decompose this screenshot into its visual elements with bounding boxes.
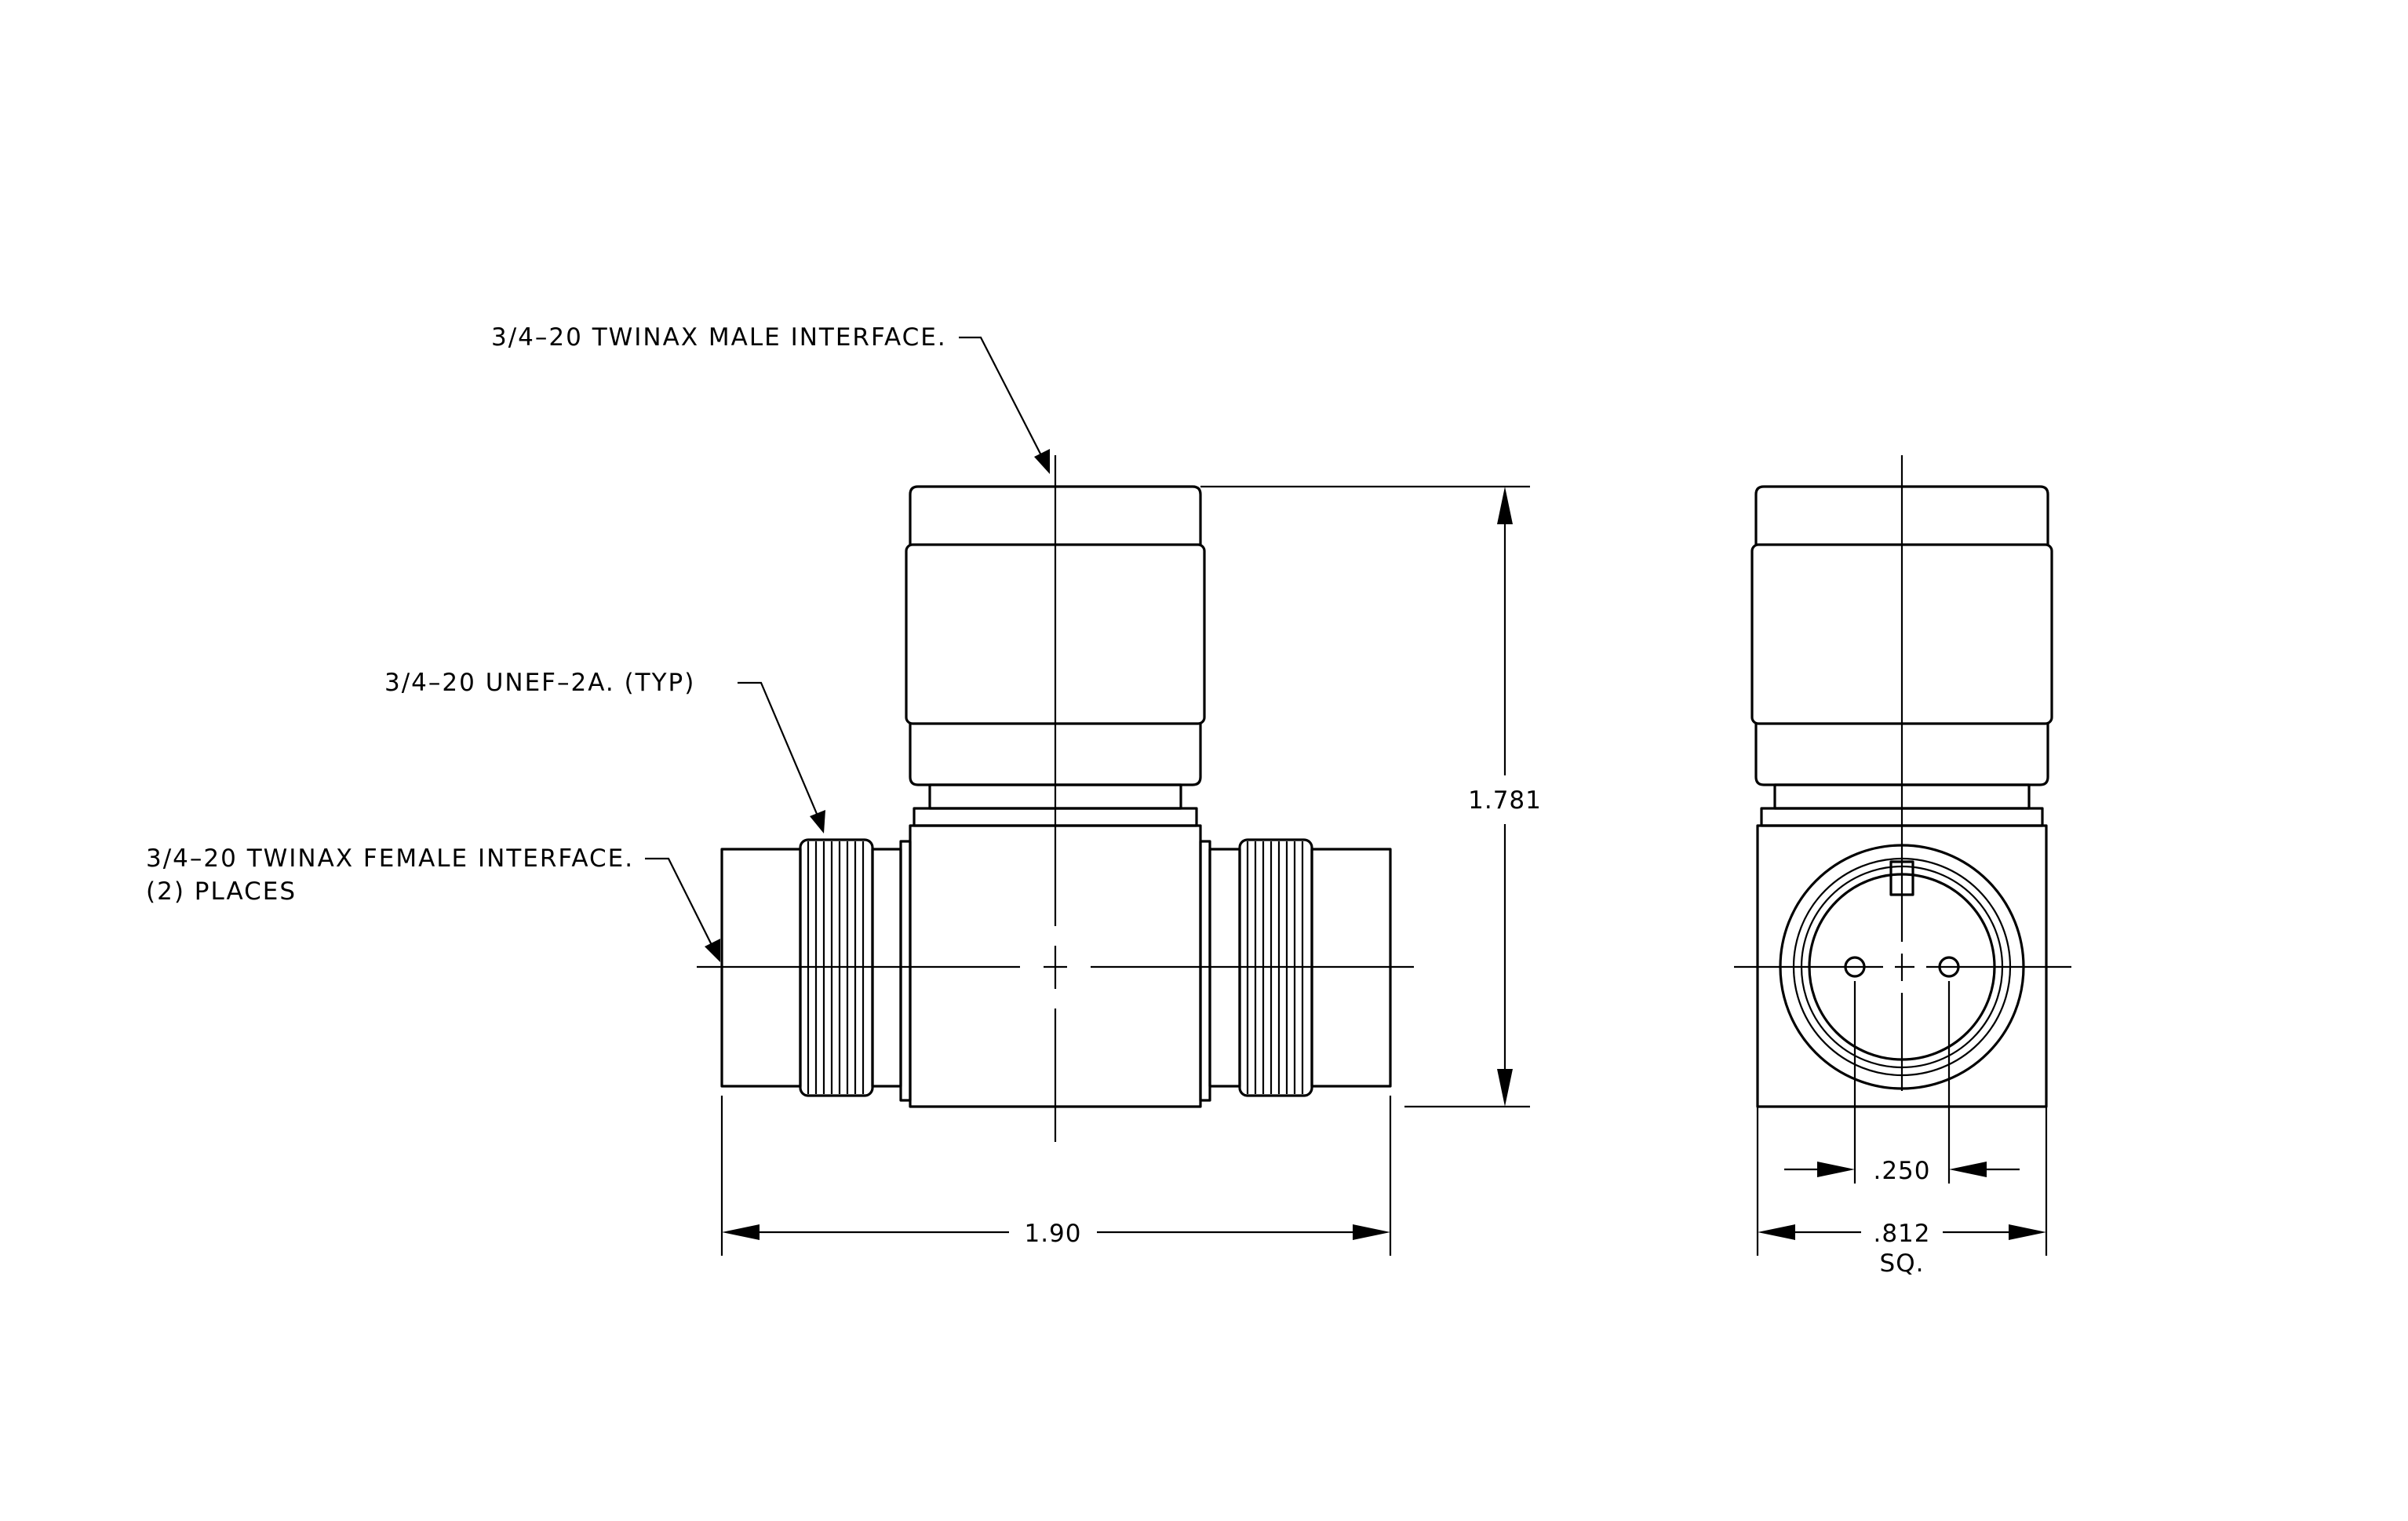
note-thread: 3/4–20 UNEF–2A. (TYP) — [384, 669, 695, 697]
dimension-pin-spacing: .250 — [1784, 981, 2020, 1185]
leader-female-interface: 3/4–20 TWINAX FEMALE INTERFACE. (2) PLAC… — [146, 844, 720, 962]
dim-body-square-value: .812 — [1873, 1220, 1930, 1248]
dimension-height: 1.781 — [1200, 485, 1542, 1108]
note-female-interface-line2: (2) PLACES — [146, 877, 297, 906]
note-female-interface-line1: 3/4–20 TWINAX FEMALE INTERFACE. — [146, 844, 634, 873]
note-male-interface: 3/4–20 TWINAX MALE INTERFACE. — [491, 323, 947, 352]
side-view-centerlines — [697, 455, 1414, 1142]
end-view — [1734, 455, 2071, 1108]
side-view — [697, 455, 1414, 1142]
dim-pin-spacing-value: .250 — [1873, 1157, 1930, 1185]
dimension-body-square: .812 SQ. — [1756, 1107, 2048, 1278]
leader-thread: 3/4–20 UNEF–2A. (TYP) — [384, 669, 825, 833]
dim-length-value: 1.90 — [1024, 1220, 1081, 1248]
dim-body-square-suffix: SQ. — [1880, 1249, 1925, 1278]
leader-male-interface: 3/4–20 TWINAX MALE INTERFACE. — [491, 323, 1050, 474]
dimension-length: 1.90 — [720, 1096, 1392, 1256]
end-view-centerlines — [1734, 455, 2071, 1091]
dim-height-value: 1.781 — [1468, 786, 1542, 815]
